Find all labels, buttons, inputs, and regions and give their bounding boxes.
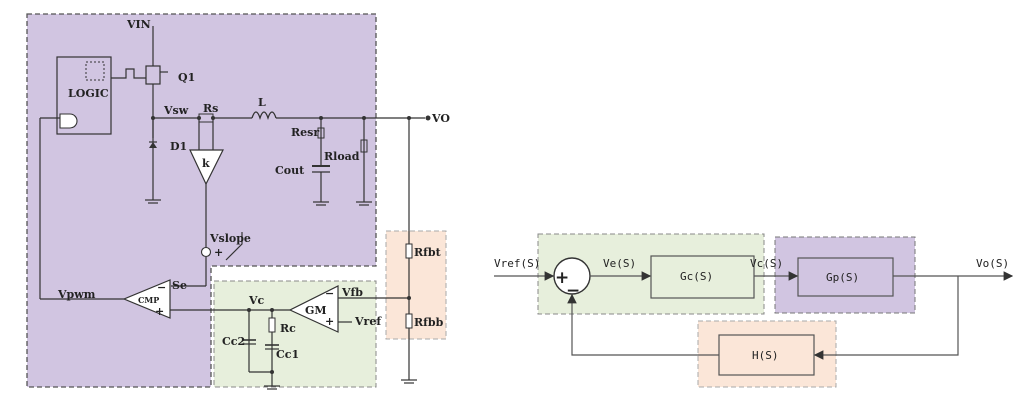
cmp-label: CMP [138, 295, 159, 305]
bd-error-label: Ve(S) [603, 257, 636, 270]
vo-terminal [425, 115, 431, 121]
gm-plus: + [325, 315, 334, 328]
inductor-l [251, 111, 277, 121]
l-label: L [258, 96, 266, 109]
and-gate-icon [59, 113, 78, 129]
vo-label: VO [431, 112, 450, 125]
cc1-label: Cc1 [276, 348, 299, 361]
rfbb-label: Rfbb [414, 316, 444, 329]
rc-label: Rc [280, 322, 296, 335]
resr-label: Resr [291, 126, 319, 139]
vpwm-label: Vpwm [57, 288, 96, 301]
vc-label: Vc [248, 294, 265, 307]
logic-inner-box [85, 61, 105, 81]
rfbt-label: Rfbt [414, 246, 442, 259]
bd-sum-plus: + [555, 268, 569, 288]
q1-label: Q1 [178, 71, 195, 84]
vref-label: Vref [354, 315, 382, 328]
bd-sum-minus: − [566, 281, 580, 301]
rload-resistor [360, 139, 368, 153]
gm-minus: − [325, 287, 334, 300]
gm-amplifier [288, 285, 339, 333]
vslope-source [200, 246, 212, 258]
power-stage-region [26, 13, 377, 388]
logic-label: LOGIC [68, 87, 109, 100]
cout-label: Cout [275, 164, 305, 177]
gp-block [797, 257, 894, 297]
bd-gc-label: Gc(S) [680, 270, 713, 283]
rfbb-resistor [405, 313, 413, 329]
feedback-divider-region [385, 230, 447, 340]
vsw-label: Vsw [163, 104, 189, 117]
rc-resistor [268, 317, 276, 333]
vslope-label: Vslope [209, 232, 251, 245]
bd-h-label: H(S) [752, 349, 779, 362]
d1-diode [149, 142, 157, 148]
gc-block [650, 255, 755, 299]
bd-vc-label: Vc(S) [750, 257, 783, 270]
cmp-minus: − [157, 281, 166, 294]
bd-input-label: Vref(S) [494, 257, 540, 270]
se-label: Se [172, 279, 187, 292]
cc2-label: Cc2 [222, 335, 245, 348]
cmp-plus: + [155, 305, 164, 318]
rfbt-resistor [405, 243, 413, 259]
bd-output-label: Vo(S) [976, 257, 1009, 270]
compensator-region [213, 280, 377, 388]
bd-gp-label: Gp(S) [826, 271, 859, 284]
d1-label: D1 [170, 140, 187, 153]
rload-label: Rload [324, 150, 360, 163]
k-amplifier [189, 149, 224, 186]
gm-label: GM [305, 304, 327, 317]
resr-resistor [317, 127, 325, 139]
cmp-comparator [122, 279, 171, 319]
k-label: k [202, 157, 210, 170]
vin-label: VIN [126, 18, 151, 31]
vfb-label: Vfb [341, 286, 363, 299]
vslope-plus: + [214, 246, 223, 259]
rs-label: Rs [203, 102, 218, 115]
